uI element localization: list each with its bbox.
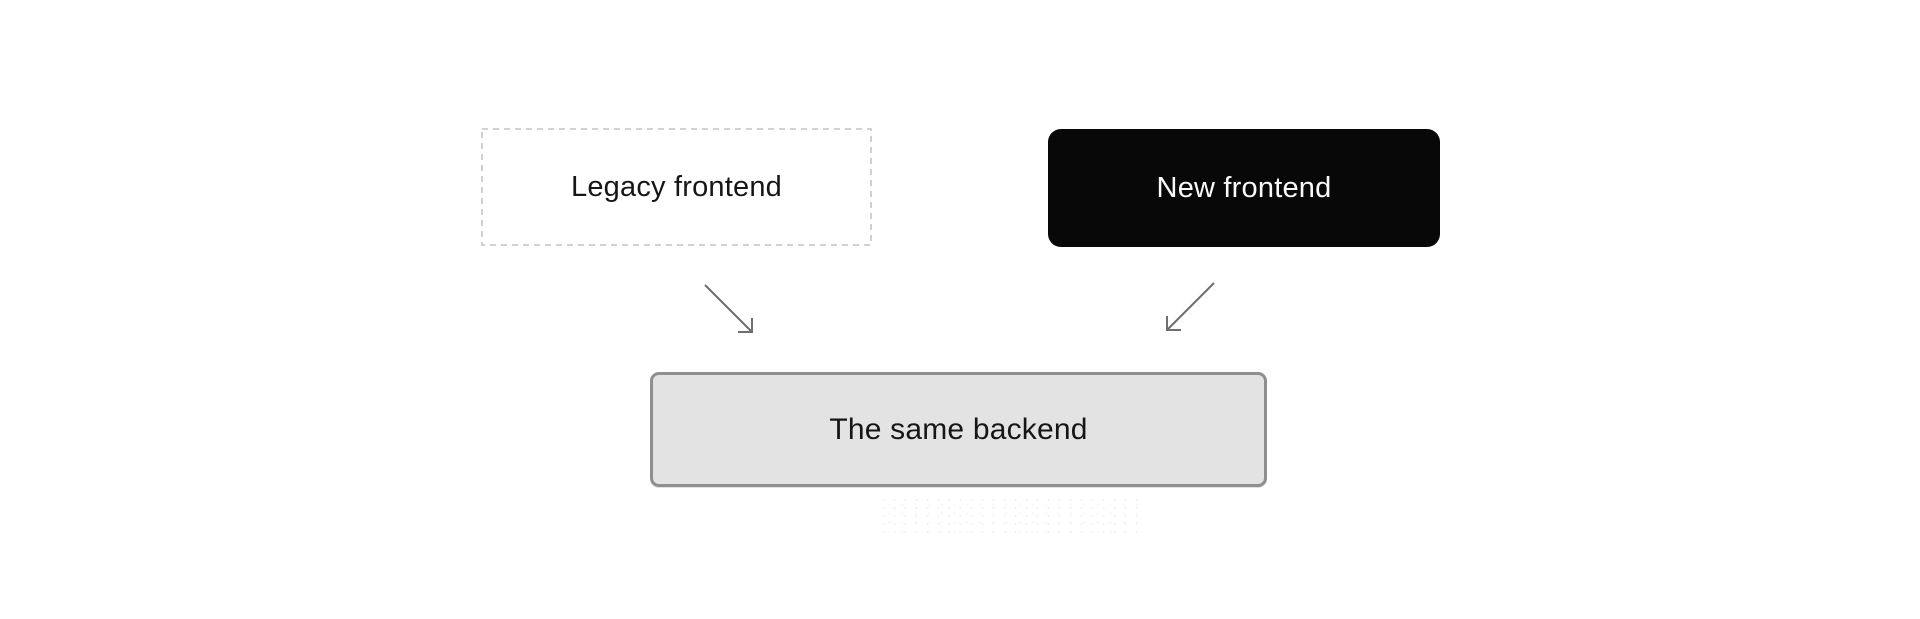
arrow-shaft bbox=[1167, 282, 1215, 330]
legacy-frontend-box: Legacy frontend bbox=[481, 128, 872, 246]
backend-box: The same backend bbox=[650, 372, 1267, 487]
backend-label: The same backend bbox=[829, 412, 1088, 446]
dot-noise-artifact bbox=[878, 496, 1140, 534]
arrow-down-right-icon bbox=[704, 284, 753, 333]
new-frontend-box: New frontend bbox=[1048, 129, 1440, 247]
arrow-down-left-icon bbox=[1166, 282, 1215, 331]
legacy-frontend-label: Legacy frontend bbox=[571, 170, 782, 203]
arrow-head bbox=[738, 318, 753, 333]
new-frontend-label: New frontend bbox=[1156, 171, 1332, 204]
arrow-head bbox=[1166, 316, 1181, 331]
arrow-shaft bbox=[704, 284, 752, 332]
